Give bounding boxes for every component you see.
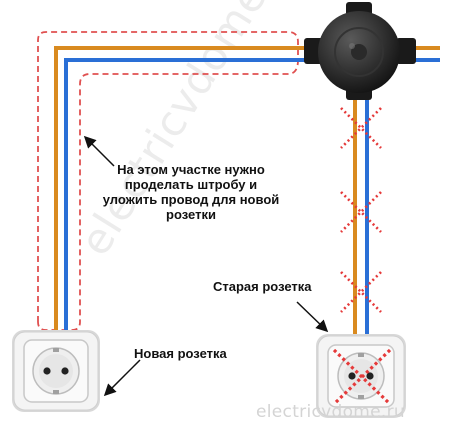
cross-mark [340,107,382,149]
arrow-note [83,135,115,167]
cross-mark [340,191,382,233]
chase-note-label: На этом участке нужно проделать штробу и… [102,162,280,222]
power-socket-icon [32,347,80,395]
cross-mark [340,107,382,149]
cross-mark [340,271,382,313]
arrow-old-socket [296,301,329,333]
cross-mark [340,271,382,313]
new-socket-label: Новая розетка [134,346,227,361]
old-socket [316,334,406,418]
junction-box-icon [304,2,416,100]
cross-marks [340,107,382,313]
arrow-new-socket [103,359,141,397]
new-socket [12,330,100,412]
watermark-bottom: electricvdome.ru [256,402,405,422]
cross-mark [340,191,382,233]
old-socket-cross [332,348,392,406]
old-socket-label: Старая розетка [213,279,312,294]
